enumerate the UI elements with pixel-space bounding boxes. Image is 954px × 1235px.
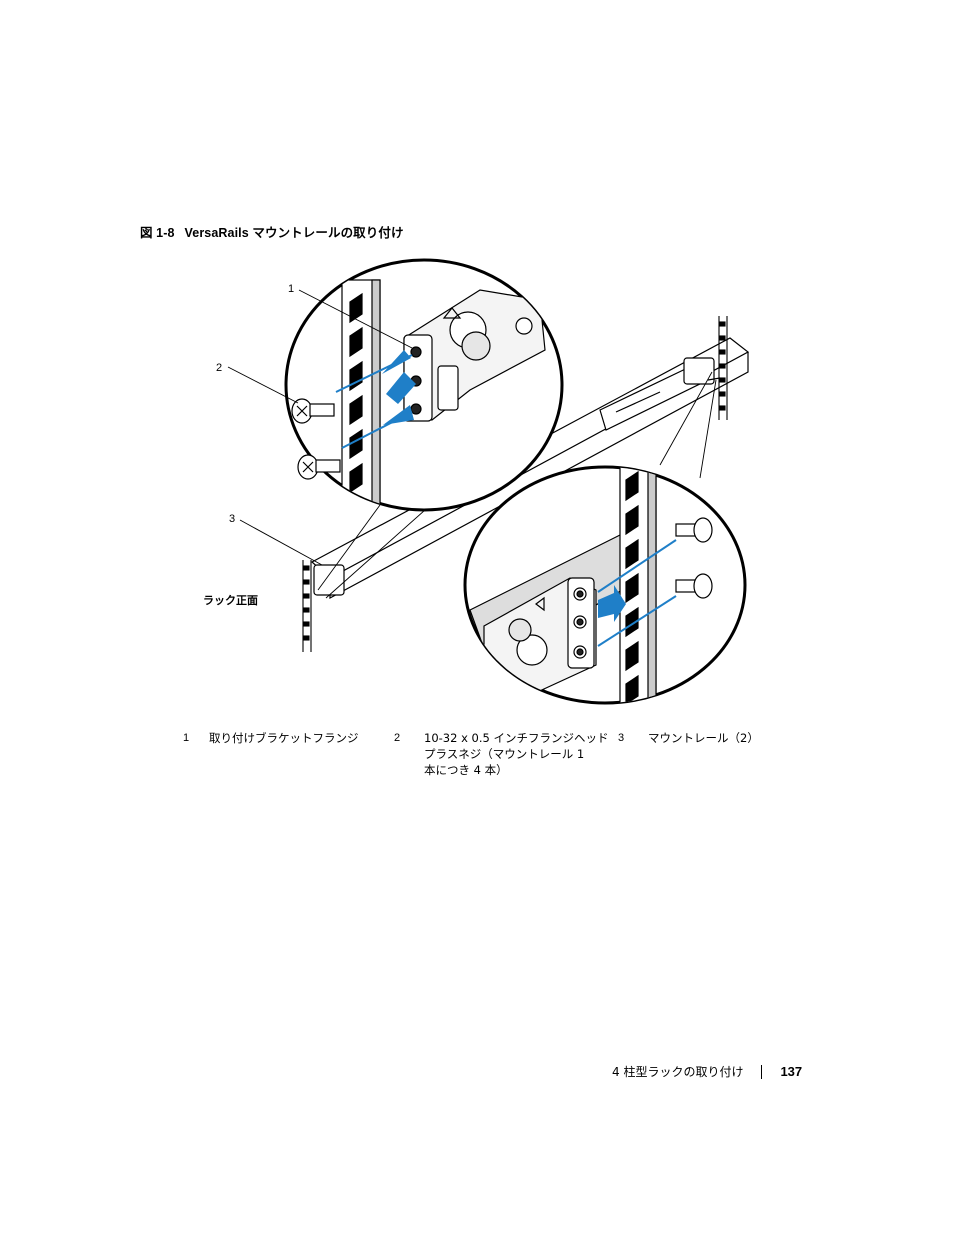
callout-3: 3 (229, 513, 235, 525)
legend-num-3: 3 (618, 732, 625, 744)
legend-text-1: 取り付けブラケットフランジ (209, 731, 359, 745)
figure-caption: 図 1-8 VersaRails マウントレールの取り付け (140, 222, 404, 241)
insertion-arrows (597, 539, 677, 647)
legend-num-1: 1 (183, 732, 190, 744)
screw-icon (297, 454, 341, 480)
figure-title: VersaRails マウントレールの取り付け (184, 226, 404, 240)
legend-text-2: 10-32 x 0.5 インチフランジヘッド プラスネジ（マウントレール 1 本… (424, 731, 609, 777)
detail-view-rear (463, 465, 747, 705)
detail-view-front (284, 258, 564, 512)
footer-section-title: 4 柱型ラックの取り付け (612, 1065, 744, 1079)
callout-2: 2 (216, 362, 222, 374)
footer-separator (761, 1064, 763, 1079)
callout-1: 1 (288, 283, 294, 295)
rack-front-label: ラック正面 (203, 594, 258, 607)
screw-icon (675, 573, 713, 599)
page-number: 137 (780, 1064, 803, 1079)
figure-label: 図 1-8 (140, 226, 175, 240)
rack-post-rear (718, 316, 728, 420)
rack-post-front (302, 560, 312, 652)
legend-text-3: マウントレール（2） (648, 731, 759, 745)
callout-leaders (227, 289, 413, 566)
page-footer: 4 柱型ラックの取り付け 137 (612, 1063, 802, 1080)
screw-icon (291, 398, 335, 424)
screw-icon (675, 517, 713, 543)
legend-num-2: 2 (394, 732, 401, 744)
insertion-arrows (335, 350, 416, 449)
